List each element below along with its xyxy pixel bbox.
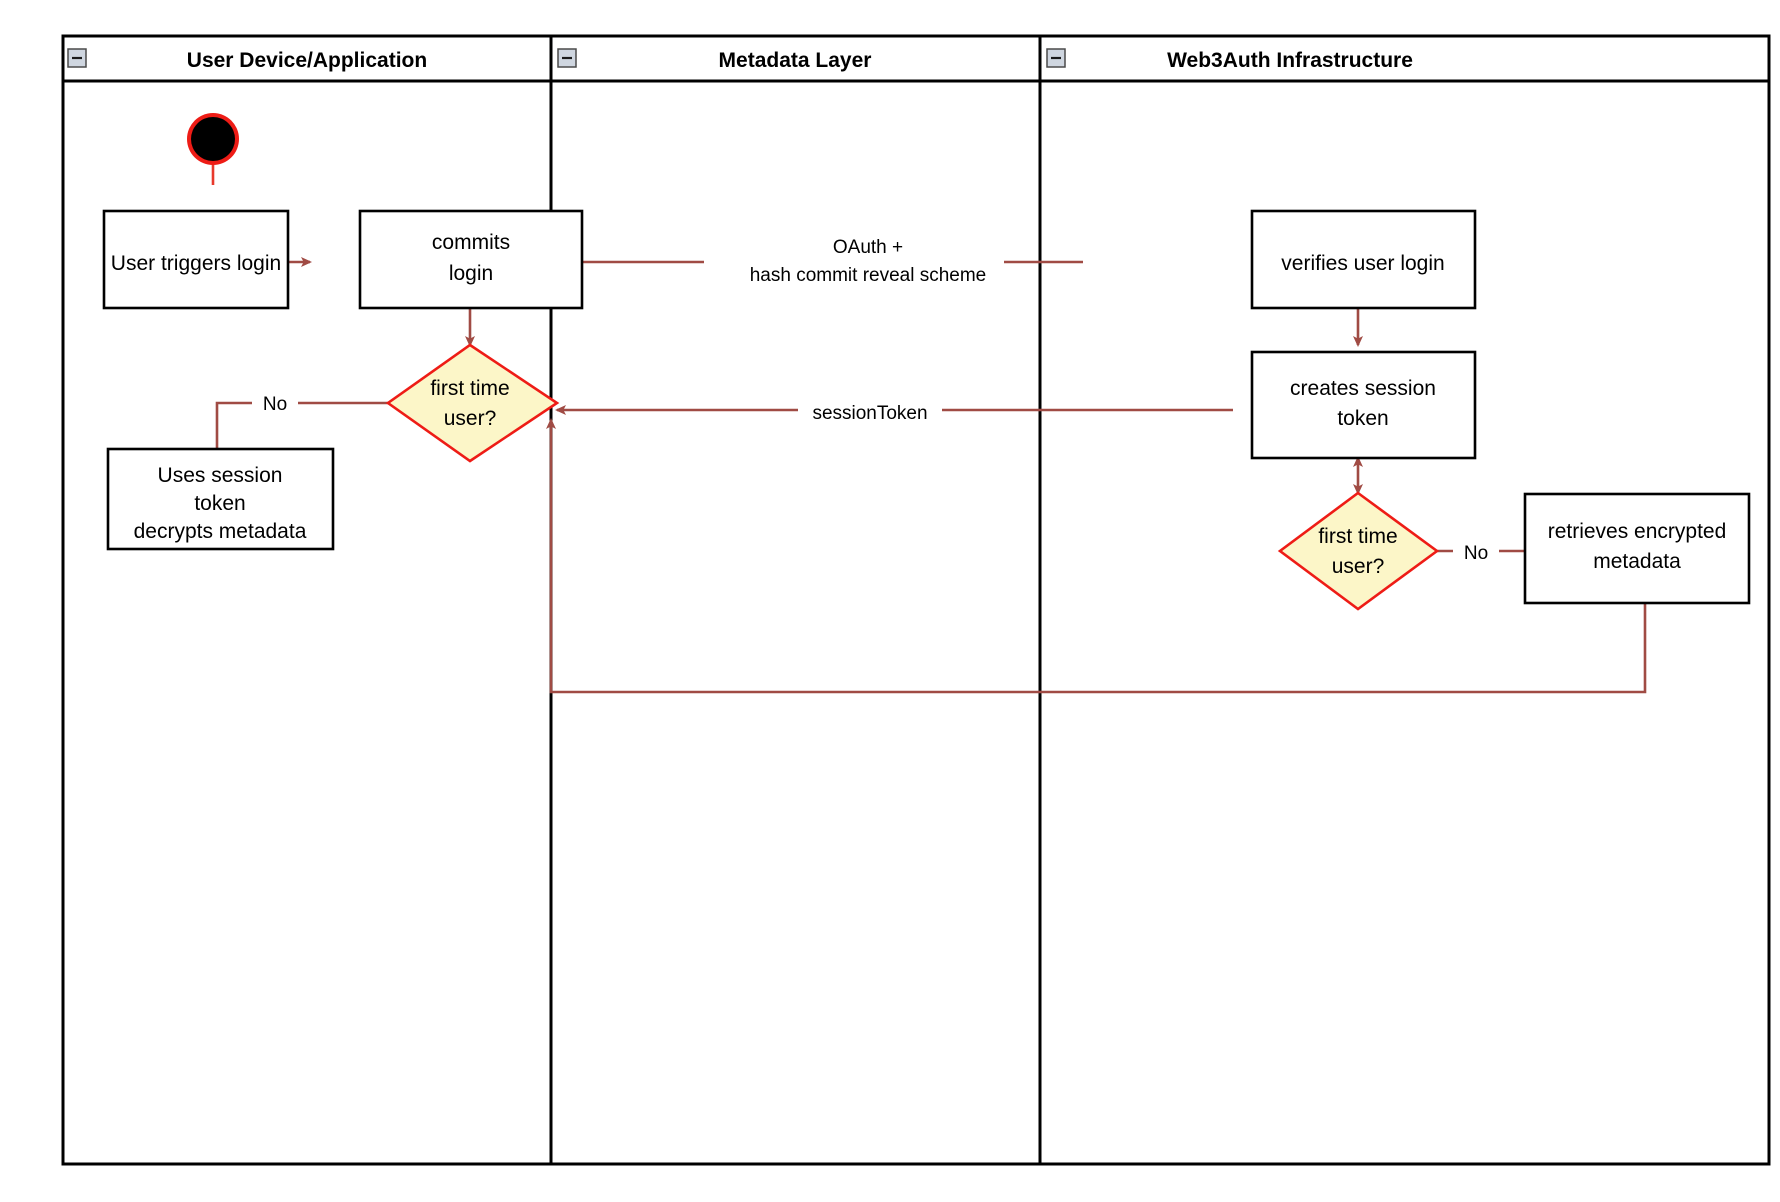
node-commits-login[interactable]: commits login <box>358 209 584 310</box>
lane-header-web3auth[interactable]: Web3Auth Infrastructure <box>1046 48 1413 72</box>
edge-label-oauth-line: hash commit reveal scheme <box>750 265 987 286</box>
node-initial <box>187 113 239 165</box>
edge-retrieves-to-decision-left <box>546 418 1647 694</box>
node-label-line: User triggers login <box>111 252 281 275</box>
decision-label-line: first time <box>430 377 509 400</box>
edge-decision-left-no <box>215 401 388 449</box>
decision-label-line: user? <box>444 407 497 430</box>
node-user-triggers-login[interactable]: User triggers login <box>102 209 290 310</box>
guard-label-bg-right <box>1453 537 1499 565</box>
lane-title-web3auth: Web3Auth Infrastructure <box>1167 49 1413 72</box>
node-label-line: login <box>449 262 493 285</box>
node-label-line: metadata <box>1593 550 1681 573</box>
node-label-line: token <box>1337 407 1388 430</box>
edge-label-sessiontoken: sessionToken <box>812 403 927 424</box>
node-label-line: retrieves encrypted <box>1548 520 1727 543</box>
node-creates-session-token[interactable]: creates session token <box>1250 350 1477 460</box>
node-uses-session-token[interactable]: Uses session token decrypts metadata <box>106 447 335 551</box>
node-label-line: commits <box>432 231 510 254</box>
node-decision-first-time-user-left[interactable]: first time user? <box>385 343 560 463</box>
node-label-line: Uses session <box>158 464 283 487</box>
edge-label-bg-sessiontoken <box>798 396 942 424</box>
guard-label-no-right: No <box>1464 543 1488 564</box>
node-label-line: token <box>194 492 245 515</box>
node-decision-first-time-user-right[interactable]: first time user? <box>1277 491 1440 611</box>
node-label-line: creates session <box>1290 377 1436 400</box>
lane-header-user-device[interactable]: User Device/Application <box>67 48 427 72</box>
decision-label-line: user? <box>1332 555 1385 578</box>
node-label-line: verifies user login <box>1281 252 1444 275</box>
lane-title-metadata-layer: Metadata Layer <box>719 49 872 72</box>
node-retrieves-encrypted-metadata[interactable]: retrieves encrypted metadata <box>1523 492 1751 605</box>
node-label-line: decrypts metadata <box>134 520 307 543</box>
decision-label-line: first time <box>1318 525 1397 548</box>
edge-label-oauth-line: OAuth + <box>833 237 903 258</box>
guard-label-bg-left <box>252 388 298 416</box>
swimlane-frame <box>61 34 1771 1166</box>
lane-title-user-device: User Device/Application <box>187 49 427 72</box>
edge-label-bg-oauth <box>704 228 1004 292</box>
node-verifies-user-login[interactable]: verifies user login <box>1250 209 1477 310</box>
guard-label-no-left: No <box>263 394 287 415</box>
lane-header-metadata-layer[interactable]: Metadata Layer <box>557 48 872 72</box>
